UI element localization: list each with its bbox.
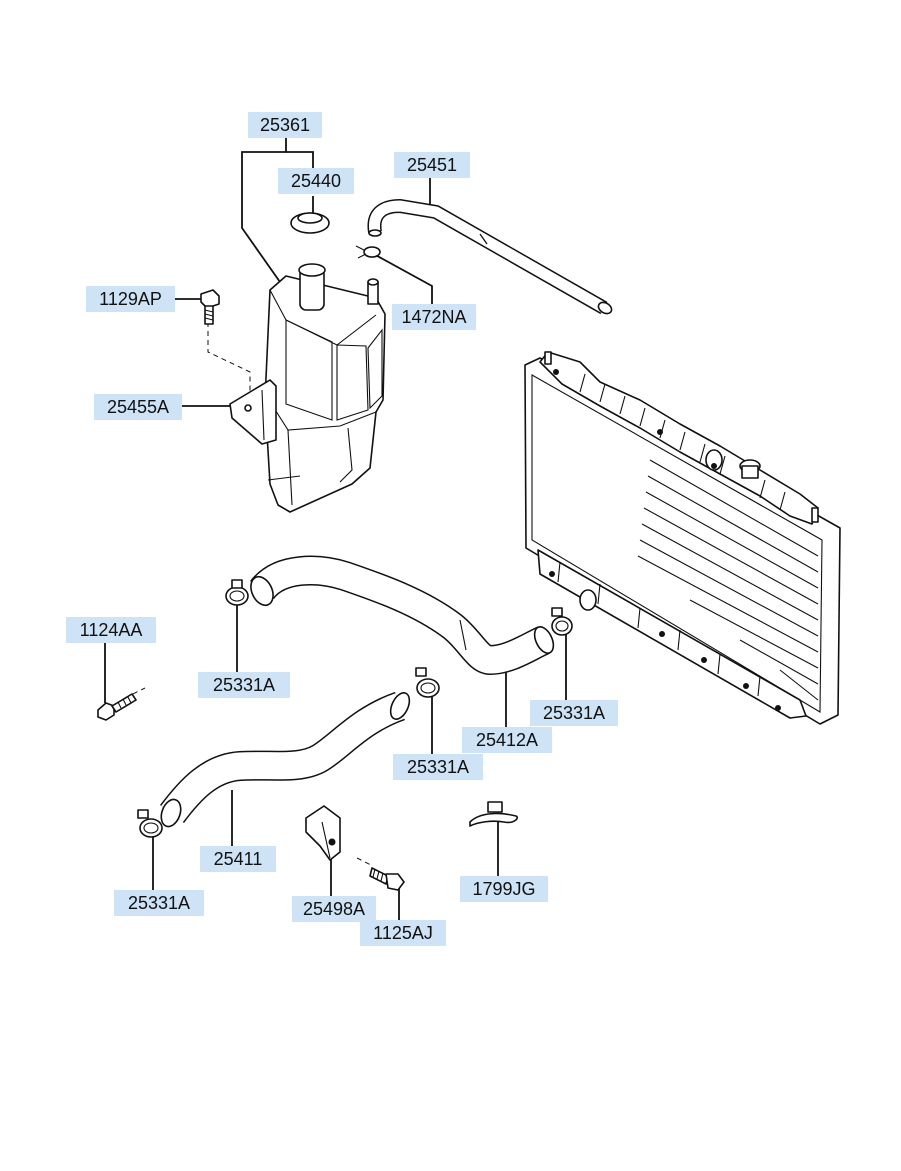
- label-25455A[interactable]: 25455A: [94, 394, 182, 420]
- label-25412A[interactable]: 25412A: [462, 727, 552, 753]
- label-25331A-lower-right[interactable]: 25331A: [393, 754, 483, 780]
- label-25451[interactable]: 25451: [394, 152, 470, 178]
- reservoir-bracket[interactable]: [229, 379, 277, 445]
- label-1124AA[interactable]: 1124AA: [66, 617, 156, 643]
- leader-1472NA: [369, 251, 433, 304]
- label-25361[interactable]: 25361: [248, 112, 322, 138]
- label-25440[interactable]: 25440: [278, 168, 354, 194]
- hose-bracket[interactable]: [305, 805, 341, 861]
- radiator[interactable]: [524, 351, 841, 725]
- hose-clamp-lower-right[interactable]: [415, 667, 440, 698]
- label-1125AJ[interactable]: 1125AJ: [360, 920, 446, 946]
- hose-clamp-lower-left[interactable]: [137, 809, 163, 838]
- leader-25361-cap: [286, 151, 314, 168]
- label-25498A[interactable]: 25498A: [292, 896, 376, 922]
- hose-clamp-upper-right[interactable]: [551, 607, 573, 636]
- label-25331A-upper-left[interactable]: 25331A: [198, 672, 290, 698]
- hose-clamp-upper-left[interactable]: [225, 579, 249, 606]
- lower-radiator-hose[interactable]: [158, 690, 413, 829]
- label-25331A-lower-left[interactable]: 25331A: [114, 890, 204, 916]
- install-guide-1129AP: [207, 322, 251, 392]
- cable-tie[interactable]: [469, 801, 519, 827]
- label-25411[interactable]: 25411: [200, 846, 276, 872]
- label-1799JG[interactable]: 1799JG: [460, 876, 548, 902]
- overflow-hose[interactable]: [367, 198, 614, 316]
- reservoir-cap[interactable]: [290, 212, 330, 234]
- coolant-reservoir[interactable]: [264, 263, 386, 513]
- leader-25361: [241, 138, 287, 283]
- label-25331A-upper-right[interactable]: 25331A: [530, 700, 618, 726]
- leader-lines: [104, 138, 567, 920]
- bolt-1125aj[interactable]: [369, 867, 405, 891]
- bolt-1129ap[interactable]: [200, 289, 220, 325]
- hose-clip[interactable]: [355, 245, 381, 259]
- upper-radiator-hose[interactable]: [247, 555, 558, 676]
- label-1472NA[interactable]: 1472NA: [392, 304, 476, 330]
- install-guide-1125AJ: [356, 857, 374, 867]
- label-1129AP[interactable]: 1129AP: [86, 286, 175, 312]
- bolt-1124aa[interactable]: [97, 693, 137, 721]
